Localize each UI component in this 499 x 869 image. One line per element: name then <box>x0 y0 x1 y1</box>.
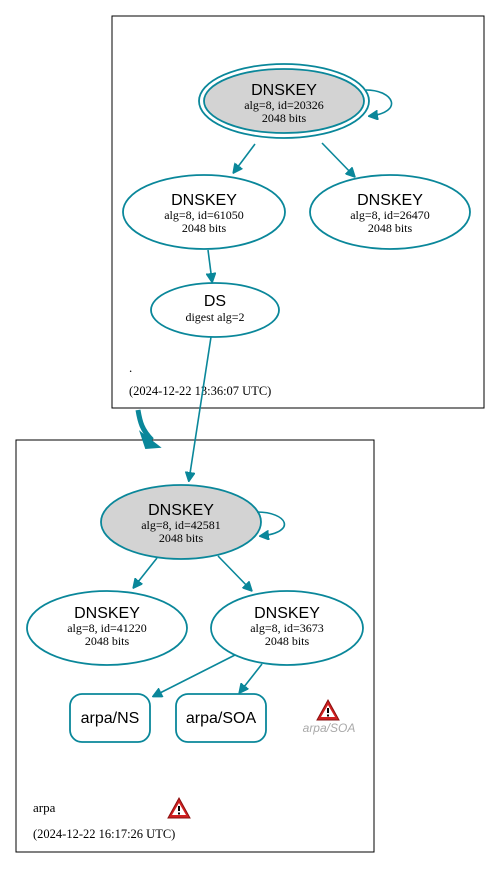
root-zone-name: . <box>129 360 132 375</box>
root-zone-timestamp: (2024-12-22 13:36:07 UTC) <box>129 384 271 398</box>
root-ds-title: DS <box>204 293 226 310</box>
arpa-ns-node[interactable]: arpa/NS <box>69 693 151 743</box>
edge-ds-to-arpa-ksk <box>189 336 212 480</box>
arpa-soa-node[interactable]: arpa/SOA <box>175 693 267 743</box>
edge-arpa-ksk-to-zsk1 <box>134 557 158 587</box>
arpa-zsk1-title: DNSKEY <box>74 605 140 622</box>
arpa-zsk2-alg: alg=8, id=3673 <box>250 621 324 635</box>
root-zsk2-alg: alg=8, id=26470 <box>350 208 430 222</box>
edge-arpa-zsk2-to-ns <box>154 654 236 696</box>
root-zone-box <box>111 15 485 409</box>
edge-arpa-ksk-to-zsk2 <box>217 555 251 590</box>
arpa-ksk-self-edge <box>256 511 286 536</box>
edge-arpa-zsk2-to-soa <box>240 663 263 692</box>
arpa-ksk-node[interactable]: DNSKEY alg=8, id=42581 2048 bits <box>100 484 262 560</box>
arpa-ksk-title: DNSKEY <box>148 502 214 519</box>
edge-root-zsk1-to-ds <box>208 249 212 281</box>
arpa-zsk1-node[interactable]: DNSKEY alg=8, id=41220 2048 bits <box>26 590 188 666</box>
root-zsk1-title: DNSKEY <box>171 192 237 209</box>
root-zsk2-node[interactable]: DNSKEY alg=8, id=26470 2048 bits <box>309 174 471 250</box>
root-zsk2-bits: 2048 bits <box>368 221 413 235</box>
edge-root-ksk-to-zsk2 <box>321 142 354 176</box>
warning-triangle-icon[interactable] <box>167 796 191 819</box>
arpa-zone-timestamp: (2024-12-22 16:17:26 UTC) <box>33 827 175 841</box>
root-zsk1-bits: 2048 bits <box>182 221 227 235</box>
warning-triangle-icon[interactable] <box>316 698 340 721</box>
root-zsk1-alg: alg=8, id=61050 <box>164 208 244 222</box>
arpa-zsk2-node[interactable]: DNSKEY alg=8, id=3673 2048 bits <box>210 590 364 666</box>
soa-warning-label: arpa/SOA <box>303 721 356 735</box>
root-zsk1-node[interactable]: DNSKEY alg=8, id=61050 2048 bits <box>122 174 286 250</box>
arpa-zsk1-bits: 2048 bits <box>85 634 130 648</box>
arpa-ksk-bits: 2048 bits <box>159 531 204 545</box>
arpa-zsk2-title: DNSKEY <box>254 605 320 622</box>
edge-root-ksk-to-zsk1 <box>234 143 256 172</box>
root-ksk-node[interactable]: DNSKEY alg=8, id=20326 2048 bits <box>198 63 370 139</box>
arpa-zsk2-bits: 2048 bits <box>265 634 310 648</box>
arpa-zone-name: arpa <box>33 800 56 815</box>
delegation-arrowhead <box>139 430 162 450</box>
root-ksk-bits: 2048 bits <box>262 111 307 125</box>
root-ds-node[interactable]: DS digest alg=2 <box>150 282 280 338</box>
root-zsk2-title: DNSKEY <box>357 192 423 209</box>
arpa-zsk1-alg: alg=8, id=41220 <box>67 621 147 635</box>
root-ds-digest: digest alg=2 <box>185 310 244 324</box>
arpa-soa-label: arpa/SOA <box>186 710 257 727</box>
root-ksk-alg: alg=8, id=20326 <box>244 98 324 112</box>
arpa-ns-label: arpa/NS <box>81 710 140 727</box>
root-ksk-self-edge <box>365 89 393 116</box>
arpa-ksk-alg: alg=8, id=42581 <box>141 518 221 532</box>
delegation-edge <box>135 409 154 442</box>
root-ksk-title: DNSKEY <box>251 82 317 99</box>
